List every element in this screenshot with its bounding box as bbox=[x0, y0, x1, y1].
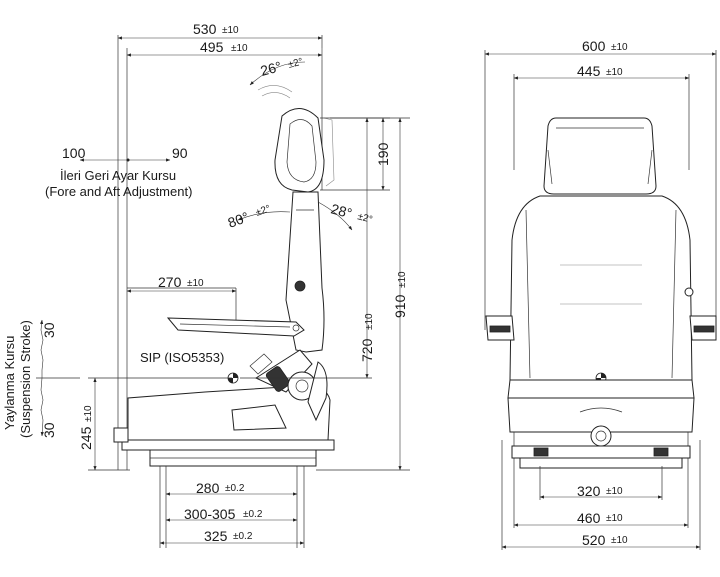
dim-320-value: 320 bbox=[577, 483, 601, 499]
dim-910-value: 910 bbox=[392, 294, 408, 318]
angle-28-value: 28° bbox=[329, 200, 354, 221]
dim-300-tol: ±0.2 bbox=[243, 509, 263, 520]
stroke-label-tr: Yaylanma Kursu bbox=[2, 336, 17, 430]
dim-325-value: 325 bbox=[204, 528, 228, 544]
side-view: 530 ±10 495 ±10 26° ±2° 100 90 İleri Ger… bbox=[2, 21, 410, 548]
headrest bbox=[274, 108, 325, 193]
dim-460-tol: ±10 bbox=[606, 513, 623, 524]
angle-28-tol: ±2° bbox=[356, 211, 373, 226]
front-seat-cushion bbox=[507, 397, 695, 433]
dim-530-value: 530 bbox=[193, 21, 217, 37]
front-backrest bbox=[509, 195, 693, 381]
stroke-label-en: (Suspension Stroke) bbox=[18, 320, 33, 438]
recline-knob bbox=[294, 280, 306, 292]
stroke-down: 30 bbox=[41, 422, 57, 438]
fore-aft-100: 100 bbox=[62, 145, 86, 161]
angle-26-value: 26° bbox=[259, 58, 284, 79]
fore-aft-label-tr: İleri Geri Ayar Kursu bbox=[60, 168, 176, 183]
dim-280-tol: ±0.2 bbox=[225, 483, 245, 494]
dim-270-value: 270 bbox=[158, 274, 182, 290]
slide-rail bbox=[121, 439, 335, 451]
dim-270-tol: ±10 bbox=[187, 278, 204, 289]
sip-label: SIP (ISO5353) bbox=[140, 350, 224, 365]
adjust-lever-housing bbox=[231, 404, 287, 431]
dim-720-tol: ±10 bbox=[364, 313, 375, 330]
dim-520-value: 520 bbox=[582, 532, 606, 548]
dim-300-value: 300-305 bbox=[184, 506, 236, 522]
angle-26-tol: ±2° bbox=[287, 56, 304, 71]
dim-600-tol: ±10 bbox=[611, 42, 628, 53]
dim-445-value: 445 bbox=[577, 63, 601, 79]
angle-80-tol: ±2° bbox=[254, 203, 272, 218]
dim-720-value: 720 bbox=[359, 338, 375, 362]
dim-495-value: 495 bbox=[200, 39, 224, 55]
dim-530-tol: ±10 bbox=[222, 25, 239, 36]
front-base bbox=[519, 457, 683, 469]
dim-495-tol: ±10 bbox=[231, 43, 248, 54]
angle-80-value: 80° bbox=[226, 209, 251, 231]
dim-445-tol: ±10 bbox=[606, 67, 623, 78]
dim-280-value: 280 bbox=[196, 480, 220, 496]
sip-marker bbox=[227, 372, 239, 384]
dim-520-tol: ±10 bbox=[611, 535, 628, 546]
dim-320-tol: ±10 bbox=[606, 486, 623, 497]
dim-325-tol: ±0.2 bbox=[233, 531, 253, 542]
dim-245-tol: ±10 bbox=[83, 405, 94, 422]
front-headrest bbox=[543, 117, 657, 195]
backrest bbox=[285, 191, 325, 353]
dim-910-tol: ±10 bbox=[397, 271, 408, 288]
front-view: 600 ±10 445 ±10 bbox=[484, 38, 717, 550]
dim-460-value: 460 bbox=[577, 510, 601, 526]
dim-600-value: 600 bbox=[582, 38, 606, 54]
dim-245-value: 245 bbox=[78, 426, 94, 450]
dim-190: 190 bbox=[375, 142, 391, 166]
stroke-up: 30 bbox=[41, 322, 57, 338]
fore-aft-label-en: (Fore and Aft Adjustment) bbox=[45, 184, 192, 199]
armrest bbox=[166, 317, 305, 337]
fore-aft-90: 90 bbox=[172, 145, 188, 161]
front-knob bbox=[590, 425, 612, 447]
